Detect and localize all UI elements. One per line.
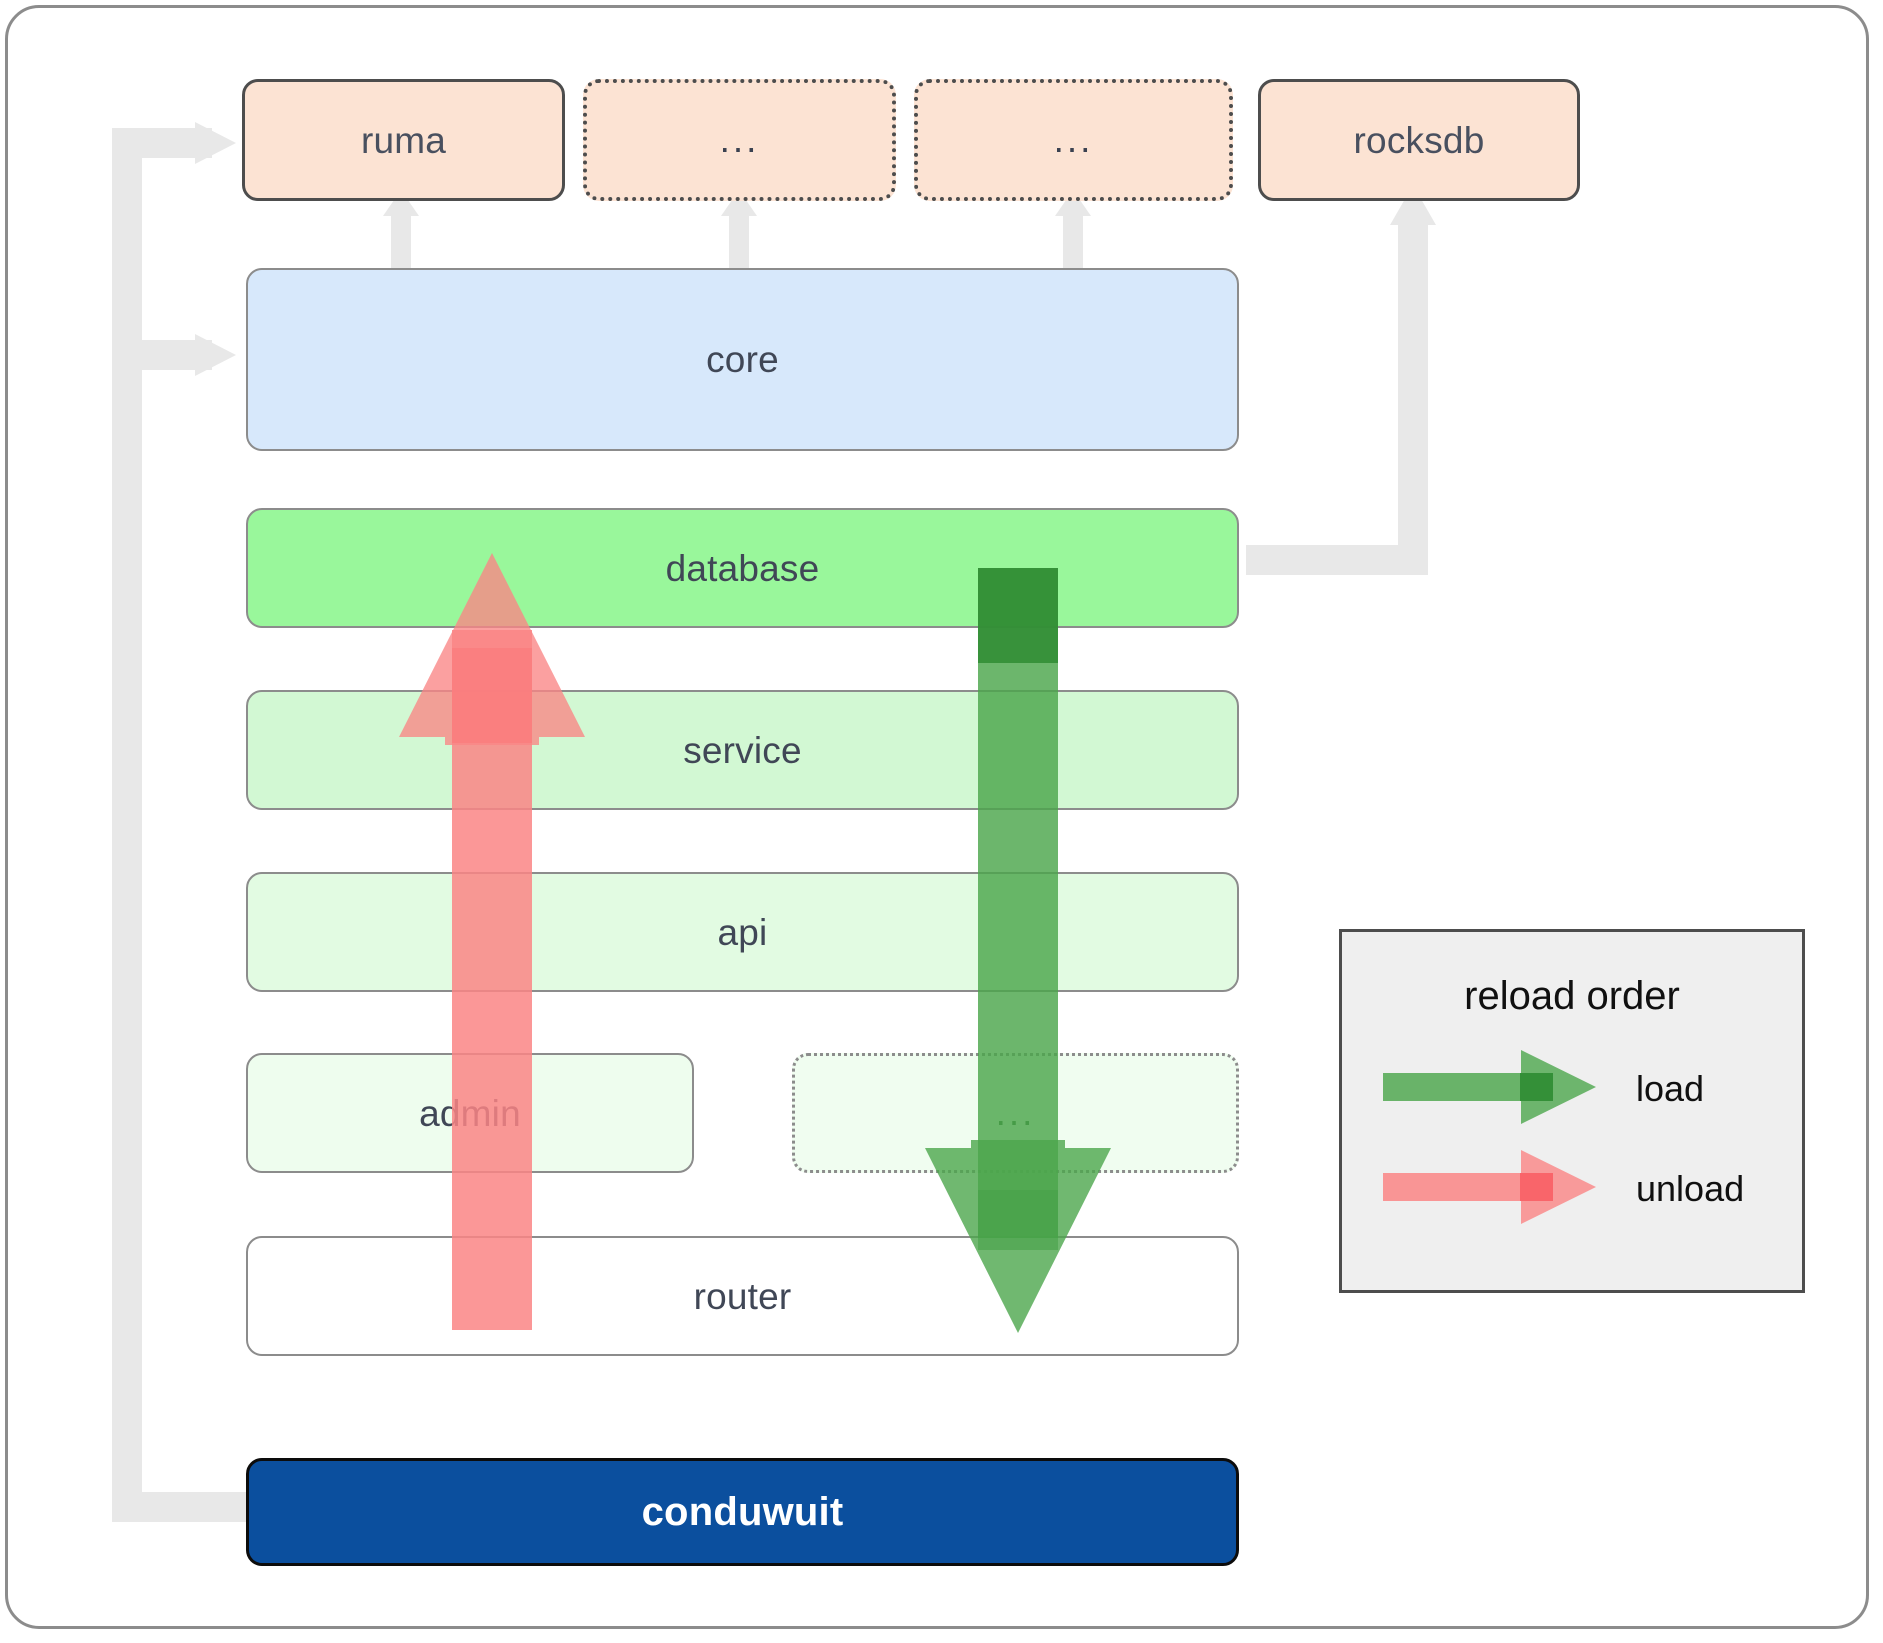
legend-load-arrow-icon [1383,1050,1596,1124]
binary-label-conduwuit: conduwuit [641,1490,844,1534]
legend-label-load: load [1636,1068,1705,1109]
layer-box-api[interactable]: api [246,872,1239,992]
legend-title: reload order [1464,974,1680,1018]
layer-label-database: database [665,547,820,589]
dependency-label-dots-2: ... [1053,118,1094,160]
layer-label-api: api [717,911,768,953]
dependency-box-dots-2[interactable]: ... [914,79,1233,201]
layer-label-admin: admin [419,1092,521,1134]
legend-unload-arrow-icon [1383,1150,1596,1224]
binary-box-conduwuit[interactable]: conduwuit [246,1458,1239,1566]
layer-box-admin[interactable]: admin [246,1053,694,1173]
legend-label-unload: unload [1636,1168,1745,1209]
dependency-label-ruma: ruma [360,119,447,161]
dependency-label-rocksdb: rocksdb [1353,119,1485,161]
dependency-box-rocksdb[interactable]: rocksdb [1258,79,1580,201]
layer-label-core: core [706,339,779,380]
dependency-box-dots-1[interactable]: ... [583,79,896,201]
layer-box-router[interactable]: router [246,1236,1239,1356]
dependency-label-dots-1: ... [719,118,760,160]
legend-panel: reload order load unload [1339,929,1805,1293]
diagram-frame [5,5,1869,1629]
layer-box-service[interactable]: service [246,690,1239,810]
layer-label-router: router [693,1275,792,1317]
layer-label-dots-3: ... [995,1091,1036,1133]
layer-label-service: service [683,729,802,771]
layer-box-core[interactable]: core [246,268,1239,451]
legend-arrow-graphics [1383,1050,1596,1224]
layer-box-dots-3[interactable]: ... [792,1053,1239,1173]
dependency-box-ruma[interactable]: ruma [242,79,565,201]
layer-box-database[interactable]: database [246,508,1239,628]
